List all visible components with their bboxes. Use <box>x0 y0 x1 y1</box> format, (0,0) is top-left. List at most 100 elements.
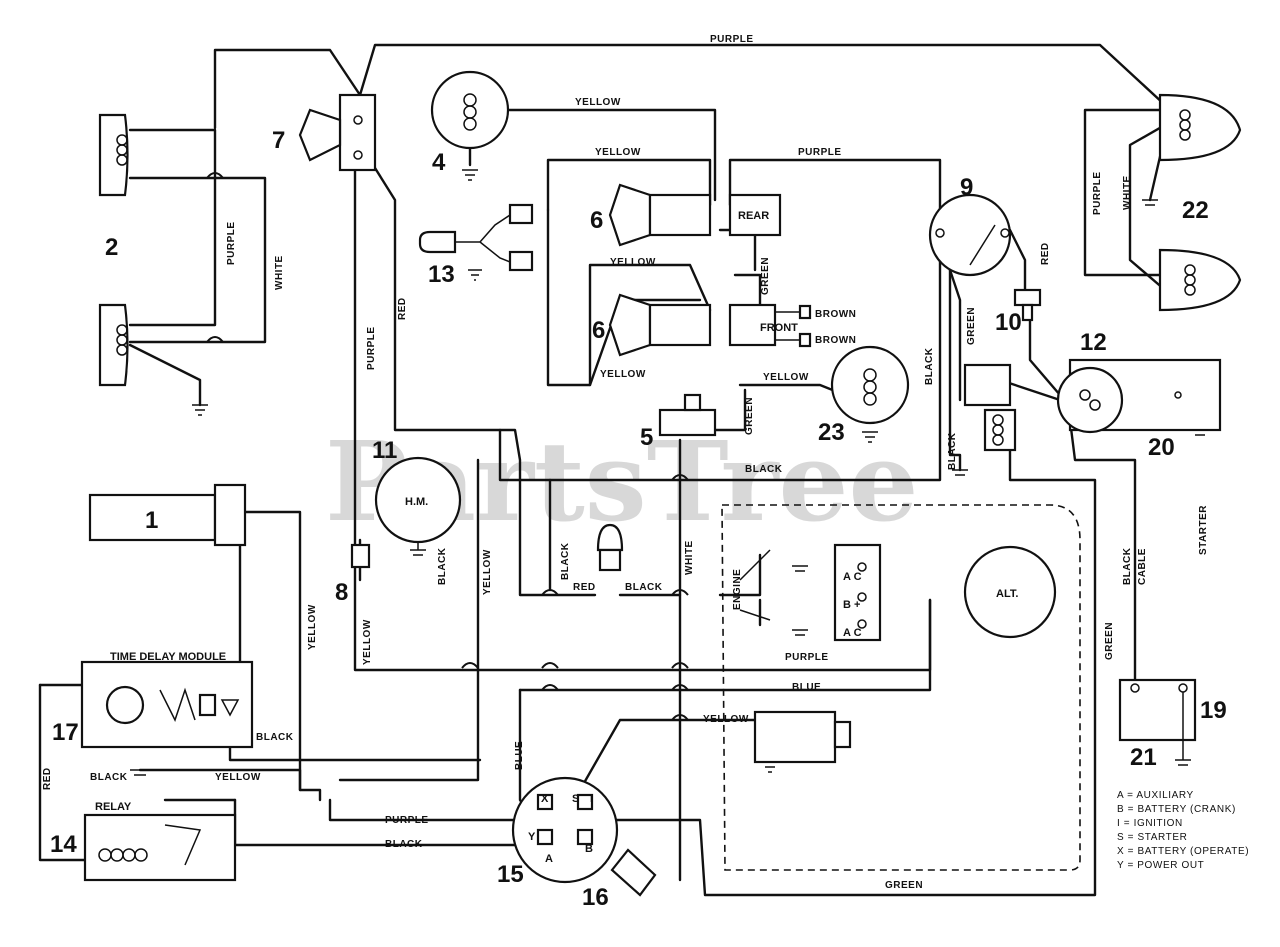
right-headlights-22 <box>1142 93 1242 312</box>
component-number-21: 21 <box>1130 744 1157 771</box>
wire-label-black-v-cable: BLACK <box>1122 547 1133 585</box>
component-number-23: 23 <box>818 419 845 446</box>
component-number-12: 12 <box>1080 329 1107 356</box>
component-numbers: 2 7 4 6 6 13 5 23 9 10 12 20 22 11 1 8 1… <box>50 127 1227 911</box>
wire-label-red-center: RED <box>573 582 596 593</box>
component-number-11: 11 <box>372 437 397 464</box>
wire-label-purple-top: PURPLE <box>710 34 754 45</box>
wire-label-black-low: BLACK <box>385 839 423 850</box>
engine-switch <box>739 549 808 636</box>
wire-label-white-v-center: WHITE <box>684 540 695 575</box>
cable-label: CABLE <box>1137 548 1148 585</box>
wire-label-black-mid: BLACK <box>745 464 783 475</box>
switch-x: X <box>541 793 549 805</box>
hour-meter-label: H.M. <box>405 496 428 508</box>
wire-label-brown-2: BROWN <box>815 335 856 346</box>
legend-item-i: I = IGNITION <box>1117 818 1183 829</box>
component-number-6-front: 6 <box>592 317 605 344</box>
wire-label-green-v9: GREEN <box>966 307 977 345</box>
time-delay-module-17: TIME DELAY MODULE <box>80 651 254 776</box>
wire-label-red-v7: RED <box>397 297 408 320</box>
terminal-ac-1: A C <box>843 571 862 583</box>
component-number-16: 16 <box>582 884 609 911</box>
component-number-6-rear: 6 <box>590 207 603 234</box>
legend-item-a: A = AUXILIARY <box>1117 790 1194 801</box>
legend-item-s: S = STARTER <box>1117 832 1187 843</box>
wire-label-black-v-center: BLACK <box>560 542 571 580</box>
wire-label-green-v6: GREEN <box>760 257 771 295</box>
wire-label-white-v2: WHITE <box>274 255 285 290</box>
horn-switch <box>298 93 377 172</box>
legend: A = AUXILIARY B = BATTERY (CRANK) I = IG… <box>1117 790 1249 871</box>
wire-label-green-bottom: GREEN <box>885 880 923 891</box>
wire-label-green-v21: GREEN <box>1104 622 1115 660</box>
component-number-14: 13 <box>428 261 455 288</box>
component-number-19: 19 <box>1200 697 1227 724</box>
wire-label-yellow-v1: YELLOW <box>307 604 318 650</box>
legend-item-y: Y = POWER OUT <box>1117 860 1204 871</box>
engine-label: ENGINE <box>732 569 743 610</box>
component-number-7: 7 <box>272 127 285 154</box>
wire-label-blue: BLUE <box>792 682 821 693</box>
wire-label-red-v13: RED <box>42 767 53 790</box>
relay-label: RELAY <box>95 801 132 813</box>
rear-lamp-6: REAR <box>608 183 782 247</box>
front-lamp-6: FRONT <box>608 293 812 357</box>
gauge-9 <box>928 193 1012 277</box>
wire-labels: PURPLE YELLOW YELLOW PURPLE YELLOW YELLO… <box>42 34 1209 891</box>
wire-label-yellow-relay: YELLOW <box>215 772 261 783</box>
wire-label-green-v5: GREEN <box>744 397 755 435</box>
starter-solenoid <box>753 710 852 773</box>
component-number-9: 9 <box>960 174 973 201</box>
starter-label: STARTER <box>1198 505 1209 555</box>
lamp-23 <box>830 345 910 443</box>
switch-i: I <box>590 793 593 805</box>
component-1 <box>88 483 247 547</box>
component-number-8: 8 <box>335 579 348 606</box>
diode-16 <box>610 848 657 897</box>
seat-switch <box>596 523 624 572</box>
time-delay-module-label: TIME DELAY MODULE <box>110 651 226 663</box>
rear-label: REAR <box>738 210 769 222</box>
hour-meter-11: H.M. <box>374 456 462 556</box>
wire-label-purple-v2: PURPLE <box>226 221 237 265</box>
wires <box>38 43 1182 897</box>
switch-s: S <box>572 793 579 805</box>
wire-label-purple-low: PURPLE <box>385 815 429 826</box>
wire-label-yellow-v-center: YELLOW <box>482 549 493 595</box>
front-label: FRONT <box>760 322 798 334</box>
component-number-13: 14 <box>50 831 77 858</box>
wire-label-yellow-v8: YELLOW <box>362 619 373 665</box>
wire-label-black-v23: BLACK <box>924 347 935 385</box>
wire-label-brown-1: BROWN <box>815 309 856 320</box>
wire-label-white-v22: WHITE <box>1122 175 1133 210</box>
dome-light-4 <box>430 70 510 181</box>
component-number-22: 22 <box>1182 197 1209 224</box>
wire-label-blue-v15: BLUE <box>514 741 525 770</box>
starter-19-21 <box>1118 678 1197 766</box>
switch-a: A <box>545 853 553 865</box>
wire-label-purple-v7: PURPLE <box>366 326 377 370</box>
wire-label-yellow-4: YELLOW <box>575 97 621 108</box>
alternator: ALT. <box>963 545 1057 639</box>
wire-label-purple-mid: PURPLE <box>785 652 829 663</box>
terminal-ac-2: A C <box>843 627 862 639</box>
wire-label-yellow-rear: YELLOW <box>595 147 641 158</box>
switch-5 <box>658 393 717 437</box>
wire-label-yellow-23: YELLOW <box>763 372 809 383</box>
component-number-17: 17 <box>52 719 79 746</box>
terminal-b-plus: B + <box>843 599 860 611</box>
alternator-terminal-block: A C B + A C <box>833 543 882 642</box>
switch-y: Y <box>528 831 536 843</box>
component-number-5: 5 <box>640 424 653 451</box>
legend-item-x: X = BATTERY (OPERATE) <box>1117 846 1249 857</box>
starter-solenoid-12-20 <box>1056 358 1222 436</box>
wire-label-red-v10: RED <box>1040 242 1051 265</box>
wire-label-purple-v22: PURPLE <box>1092 171 1103 215</box>
flasher-14 <box>418 203 534 281</box>
relay-near-9 <box>952 363 1017 476</box>
switch-b: B <box>585 843 593 855</box>
key-switch-15: X S I Y A B <box>511 776 619 884</box>
component-number-20: 20 <box>1148 434 1175 461</box>
